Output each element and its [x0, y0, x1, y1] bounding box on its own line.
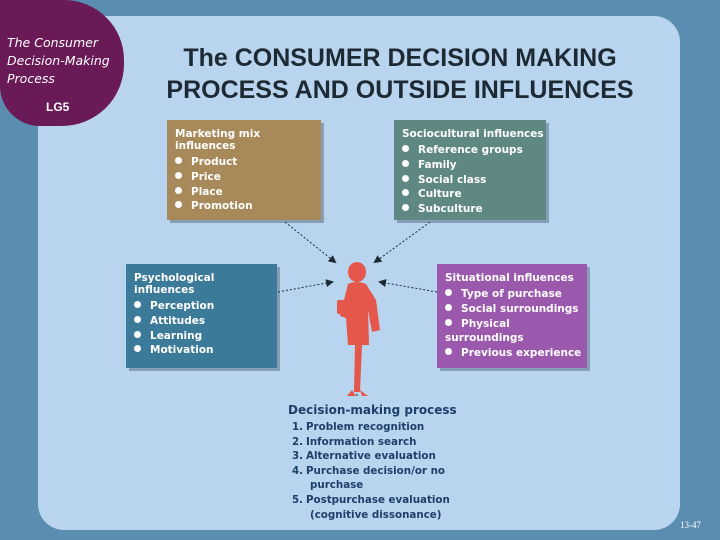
- bullet-icon: [445, 289, 452, 296]
- bullet-icon: [445, 318, 452, 326]
- decision-making-process: Decision-making process 1.Problem recogn…: [288, 403, 488, 522]
- bullet-icon: [402, 204, 409, 212]
- marketing-heading: Marketing mix influences: [175, 128, 261, 152]
- list-item: Physical surroundings: [445, 317, 524, 345]
- bullet-icon: [445, 303, 452, 311]
- bullet-icon: [175, 171, 182, 179]
- sociocultural-influences-box: Sociocultural influences Reference group…: [394, 120, 546, 220]
- bullet-icon: [402, 189, 409, 197]
- bullet-icon: [402, 145, 409, 152]
- consumer-figure-icon: [337, 262, 380, 396]
- sociocultural-heading: Sociocultural influences: [402, 128, 544, 140]
- section-badge: The Consumer Decision-Making Process LG5: [0, 0, 124, 126]
- arrow-sociocultural: [373, 221, 431, 264]
- list-item: Place: [175, 185, 321, 200]
- marketing-list: Product Price Place Promotion: [167, 155, 321, 214]
- bullet-icon: [134, 301, 141, 308]
- psychological-heading: Psychological influences: [134, 272, 215, 296]
- process-step: 1.Problem recognition: [292, 421, 425, 433]
- bullet-icon: [402, 174, 409, 182]
- list-item: Motivation: [134, 343, 277, 358]
- arrow-psychological: [277, 279, 334, 293]
- slide-title: The CONSUMER DECISION MAKING PROCESS AND…: [166, 44, 634, 104]
- sociocultural-list: Reference groups Family Social class Cul…: [394, 143, 546, 217]
- arrow-marketing: [284, 221, 337, 264]
- list-item: Learning: [134, 329, 277, 344]
- learning-goal-code: LG5: [46, 100, 70, 114]
- list-item: Perception: [134, 299, 277, 314]
- situational-influences-box: Situational influences Type of purchase …: [437, 264, 587, 368]
- process-heading: Decision-making process: [288, 403, 457, 417]
- list-item: Social surroundings: [445, 302, 587, 317]
- psychological-list: Perception Attitudes Learning Motivation: [126, 299, 277, 358]
- badge-title: The Consumer Decision-Making Process: [7, 35, 110, 86]
- list-item: Family: [402, 158, 546, 173]
- list-item: Attitudes: [134, 314, 277, 329]
- process-step: 3.Alternative evaluation: [292, 450, 436, 463]
- situational-heading: Situational influences: [445, 272, 574, 284]
- bullet-icon: [175, 201, 182, 209]
- list-item: Previous experience: [445, 346, 587, 361]
- bullet-icon: [445, 348, 452, 356]
- page-number: 13-47: [680, 520, 701, 530]
- bullet-icon: [134, 330, 141, 338]
- list-item: Social class: [402, 173, 546, 188]
- list-item: Product: [175, 155, 321, 170]
- arrow-situational: [378, 279, 438, 293]
- bullet-icon: [402, 159, 409, 167]
- bullet-icon: [175, 157, 182, 164]
- situational-list: Type of purchase Social surroundings Phy…: [437, 287, 587, 361]
- list-item: Type of purchase: [445, 287, 587, 302]
- bullet-icon: [175, 186, 182, 194]
- list-item: Culture: [402, 187, 546, 202]
- list-item: Price: [175, 170, 321, 185]
- list-item: Promotion: [175, 199, 321, 214]
- psychological-influences-box: Psychological influences Perception Atti…: [126, 264, 277, 368]
- process-step: 5.Postpurchase evaluation(cognitive diss…: [292, 493, 450, 521]
- list-item: Subculture: [402, 202, 546, 217]
- list-item: Reference groups: [402, 143, 546, 158]
- bullet-icon: [134, 345, 141, 353]
- process-step: 2.Information search: [292, 435, 417, 448]
- process-steps: 1.Problem recognition 2.Information sear…: [288, 420, 488, 522]
- bullet-icon: [134, 315, 141, 323]
- marketing-mix-influences-box: Marketing mix influences Product Price P…: [167, 120, 321, 220]
